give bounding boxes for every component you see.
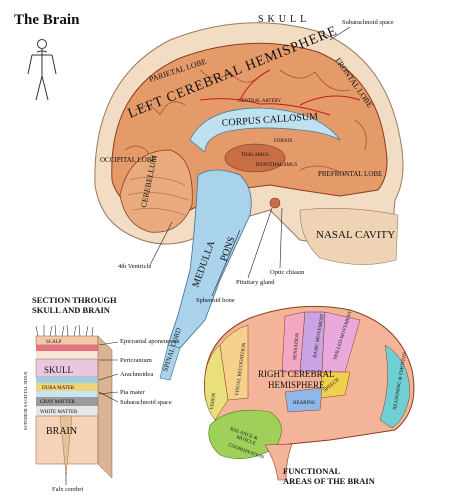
section-skull-label: SKULL <box>44 365 73 375</box>
functional-caption-line1: FUNCTIONAL <box>283 466 340 476</box>
human-figure-icon <box>27 39 57 101</box>
pericranium-label: Pericranium <box>120 357 152 364</box>
thalamus-label: THALAMUS <box>241 153 269 158</box>
falx-label: Falx cerebri <box>52 486 83 493</box>
fornix-label: FORNIX <box>274 139 293 144</box>
sinus-label: SUPERIOR SAGITTAL SINUS <box>23 371 28 430</box>
right-hemisphere-line1: RIGHT CEREBRAL <box>258 369 335 379</box>
emotion-area <box>379 344 411 429</box>
spinal-cord <box>159 344 181 381</box>
white-matter-label: WHITE MATTER <box>40 410 78 415</box>
subarachnoid-section-label: Subarachnoid space <box>120 399 172 406</box>
functional-caption-line2: AREAS OF THE BRAIN <box>283 476 376 486</box>
visual-recognition-area <box>219 324 249 401</box>
hearing-label: HEARING <box>293 401 316 406</box>
optic-chiasm-label: Optic chiasm <box>270 269 304 276</box>
balance-label-line2: MUSCLE <box>235 435 256 447</box>
sensation-label: SENSATION <box>293 332 301 360</box>
vision-label: VISION <box>210 392 217 410</box>
sagittal-section <box>94 22 404 381</box>
diagram-title: The Brain <box>14 12 80 28</box>
epicranial-label: Epicranial aponeurosis <box>120 338 180 345</box>
sphenoid-bone-label: Sphenoid bone <box>196 297 235 304</box>
fourth-ventricle-label: 4th Ventricle <box>118 263 151 270</box>
central-artery-label: CENTRAL ARTERY <box>238 99 282 104</box>
right-hemisphere-line2: HEMISPHERE <box>268 380 325 390</box>
gray-matter-label: GRAY MATTER <box>40 400 75 405</box>
scalp-label: SCALP <box>46 340 62 345</box>
section-heading-line1: SECTION THROUGH <box>32 295 117 305</box>
pia-mater-label: Pia mater <box>120 389 146 396</box>
corpus-callosum <box>189 107 341 153</box>
hearing-area <box>284 387 323 413</box>
nasal-cavity-label: NASAL CAVITY <box>316 229 395 241</box>
pituitary-gland-label: Pituitary gland <box>236 279 275 286</box>
skull-label: SKULL <box>258 14 310 25</box>
brain-stem <box>167 169 252 349</box>
dura-mater-label: DURA MATER <box>42 386 75 391</box>
subarachnoid-label: Subarachnoid space <box>342 19 394 26</box>
section-block <box>35 324 113 479</box>
brain-label: BRAIN <box>46 426 77 437</box>
hypothalamus-label: HYPOTHALAMUS <box>256 163 298 168</box>
occipital-lobe-label: OCCIPITAL LOBE <box>100 156 156 164</box>
functional-brain <box>204 305 415 481</box>
section-heading-line2: SKULL AND BRAIN <box>32 305 111 315</box>
prefrontal-lobe-label: PREFRONTAL LOBE <box>318 170 382 178</box>
arachnoidea-label: Arachnoidea <box>120 371 153 378</box>
